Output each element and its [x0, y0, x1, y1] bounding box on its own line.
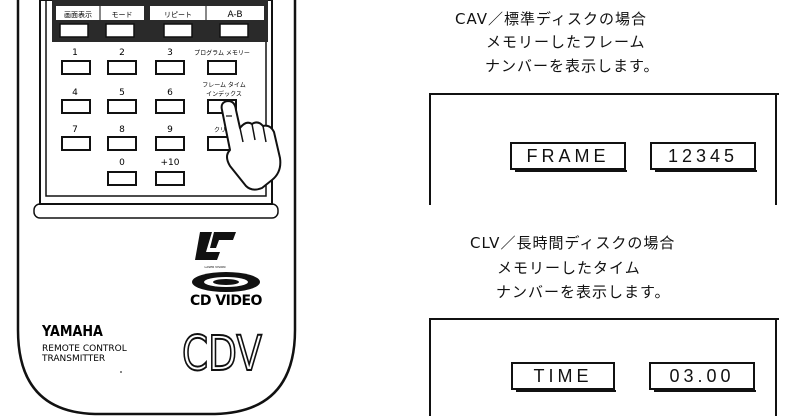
key-label-5: 5 [119, 88, 125, 98]
pointing-hand-icon [220, 100, 282, 191]
key-6[interactable] [155, 99, 185, 114]
display-button[interactable] [59, 23, 89, 38]
key-label-frame-time: フレーム タイム [202, 81, 246, 89]
clv-screen [429, 318, 779, 416]
key-label-7: 7 [72, 125, 78, 135]
key-2[interactable] [107, 60, 137, 75]
key-label-plus10: +10 [161, 158, 180, 168]
function-label-bg-2 [150, 6, 264, 20]
model-line-2: TRANSMITTER [41, 354, 105, 364]
key-label-6: 6 [167, 88, 173, 98]
cav-frame-number: 12345 [650, 142, 757, 172]
btn-label-display: 画面表示 [64, 10, 92, 19]
key-4[interactable] [61, 99, 91, 114]
key-0[interactable] [107, 171, 137, 186]
key-label-0: 0 [119, 158, 125, 168]
key-7[interactable] [61, 136, 91, 151]
key-label-4: 4 [72, 88, 78, 98]
cd-disc-logo-icon [192, 272, 260, 292]
cav-screen [429, 93, 779, 205]
button-panel-lower [33, 203, 279, 219]
key-label-3: 3 [167, 48, 173, 58]
clv-time-number: 03.00 [649, 362, 756, 392]
cav-frame-label: FRAME [510, 142, 627, 172]
clv-caption-line2: メモリーしたタイム [497, 259, 641, 277]
key-label-index: インデックス [206, 90, 242, 98]
remote-control-illustration: 画面表示 モード リピート A-B 1 2 3 4 5 6 7 8 9 0 +1… [16, 0, 297, 416]
clv-time-label: TIME [511, 362, 616, 392]
button-panel-inner [45, 0, 267, 197]
key-label-9: 9 [167, 125, 173, 135]
cav-caption-line3: ナンバーを表示します。 [485, 57, 660, 75]
key-label-1: 1 [72, 48, 78, 58]
mode-button[interactable] [105, 23, 135, 38]
repeat-button[interactable] [163, 23, 193, 38]
key-label-program-memory: プログラム メモリー [194, 49, 250, 57]
model-line-1: REMOTE CONTROL [42, 344, 127, 354]
key-8[interactable] [107, 136, 137, 151]
btn-label-ab: A-B [227, 10, 242, 20]
clv-caption-line3: ナンバーを表示します。 [496, 283, 671, 301]
key-1[interactable] [61, 60, 91, 75]
key-9[interactable] [155, 136, 185, 151]
key-program-memory[interactable] [207, 60, 237, 75]
btn-label-mode: モード [112, 11, 133, 19]
key-3[interactable] [155, 60, 185, 75]
ab-button[interactable] [219, 23, 249, 38]
cd-video-logo-text: CD VIDEO [190, 293, 262, 309]
laservision-logo-icon: LASER VISION [195, 232, 236, 269]
cav-caption-line1: CAV／標準ディスクの場合 [455, 10, 647, 28]
cav-caption-line2: メモリーしたフレーム [486, 33, 646, 51]
key-label-2: 2 [119, 48, 125, 58]
btn-label-repeat: リピート [164, 11, 192, 19]
key-plus10[interactable] [155, 171, 185, 186]
laservision-logo-text: LASER VISION [205, 265, 226, 269]
key-label-clear: クリ [214, 127, 226, 134]
key-5[interactable] [107, 99, 137, 114]
remote-body-outline [16, 0, 297, 416]
clv-caption-line1: CLV／長時間ディスクの場合 [470, 234, 676, 252]
cdv-logo-text: CDV [182, 327, 262, 383]
brand-name: YAMAHA [41, 323, 103, 340]
key-label-8: 8 [119, 125, 125, 135]
